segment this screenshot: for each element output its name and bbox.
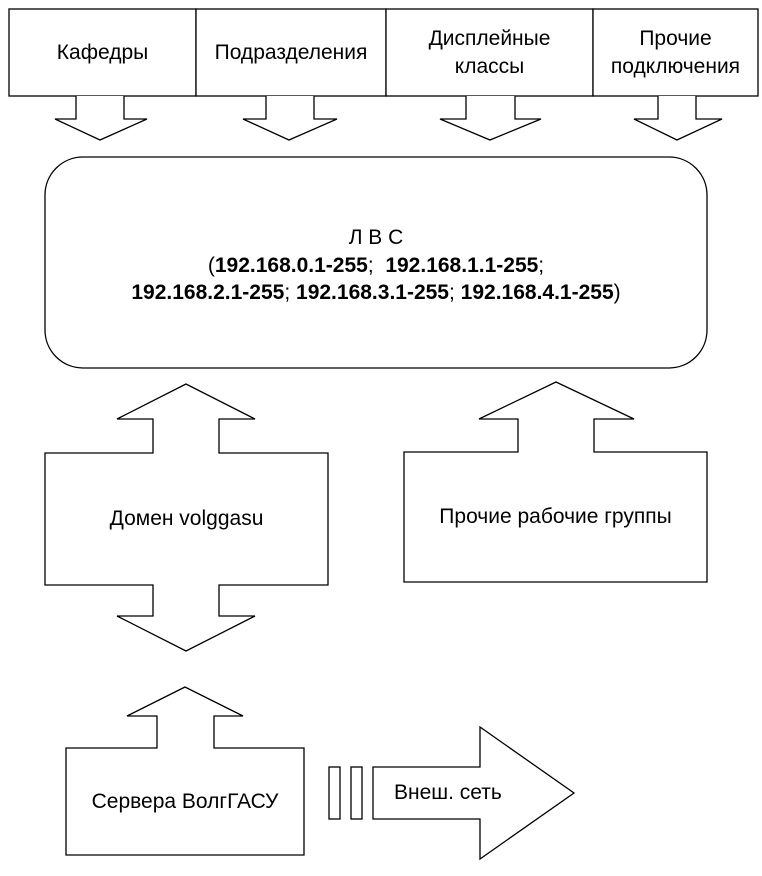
down-arrows-top xyxy=(54,96,723,141)
arrow-subdivisions-down xyxy=(242,96,338,141)
domain-arrow-shape xyxy=(44,383,329,652)
lan-subnet-0: 192.168.0.1-255 xyxy=(215,254,368,277)
lan-subnet-3: 192.168.3.1-255 xyxy=(296,281,449,304)
external-network-arrow xyxy=(372,725,576,861)
servers-arrow-shape xyxy=(65,686,305,856)
top-boxes-row xyxy=(8,8,759,97)
lan-ip-line-3: 192.168.2.1-255; 192.168.3.1-255; 192.16… xyxy=(131,281,620,304)
lan-sep-3: ; xyxy=(284,281,296,304)
box-departments xyxy=(8,8,197,97)
lan-subnet-1: 192.168.1.1-255 xyxy=(385,254,538,277)
connector-bar-left xyxy=(328,766,341,820)
lan-sep-2: ; xyxy=(538,254,544,277)
box-display-classes xyxy=(385,8,594,97)
label-departments-line-1: Кафедры xyxy=(56,40,149,64)
box-other-connections xyxy=(592,8,759,97)
lan-subnet-2: 192.168.2.1-255 xyxy=(131,281,284,304)
arrow-departments-down xyxy=(54,96,148,141)
label-workgroups: Прочие рабочие группы xyxy=(439,505,672,528)
label-external-network: Внеш. сеть xyxy=(394,781,502,804)
label-departments: Кафедры xyxy=(9,9,196,96)
label-display-classes-line-2: классы xyxy=(454,54,525,78)
label-other-connections-line-1: Прочие xyxy=(639,26,712,50)
label-display-classes: Дисплейные классы xyxy=(386,9,593,96)
lan-sep-1: ; xyxy=(368,254,386,277)
label-other-connections-line-2: подключения xyxy=(610,54,741,78)
lan-paren-close: ) xyxy=(614,281,621,304)
lan-title: Л В С xyxy=(349,226,404,249)
label-domain: Домен volggasu xyxy=(109,507,264,530)
lan-ip-line-2: (192.168.0.1-255; 192.168.1.1-255; xyxy=(208,254,544,277)
lan-sep-4: ; xyxy=(449,281,461,304)
label-servers: Сервера ВолгГАСУ xyxy=(91,789,279,813)
label-subdivisions-line-1: Подразделения xyxy=(214,40,368,64)
lan-box xyxy=(44,156,708,369)
connector-bar-right xyxy=(350,766,363,820)
arrow-display-classes-down xyxy=(439,96,542,141)
arrow-other-connections-down xyxy=(633,96,723,141)
box-subdivisions xyxy=(195,8,387,97)
workgroups-arrow-shape xyxy=(403,381,708,583)
label-display-classes-line-1: Дисплейные xyxy=(428,26,551,50)
label-subdivisions: Подразделения xyxy=(196,9,386,96)
label-other-connections: Прочие подключения xyxy=(593,9,758,96)
lan-paren-open: ( xyxy=(208,254,215,277)
lan-subnet-4: 192.168.4.1-255 xyxy=(461,281,614,304)
